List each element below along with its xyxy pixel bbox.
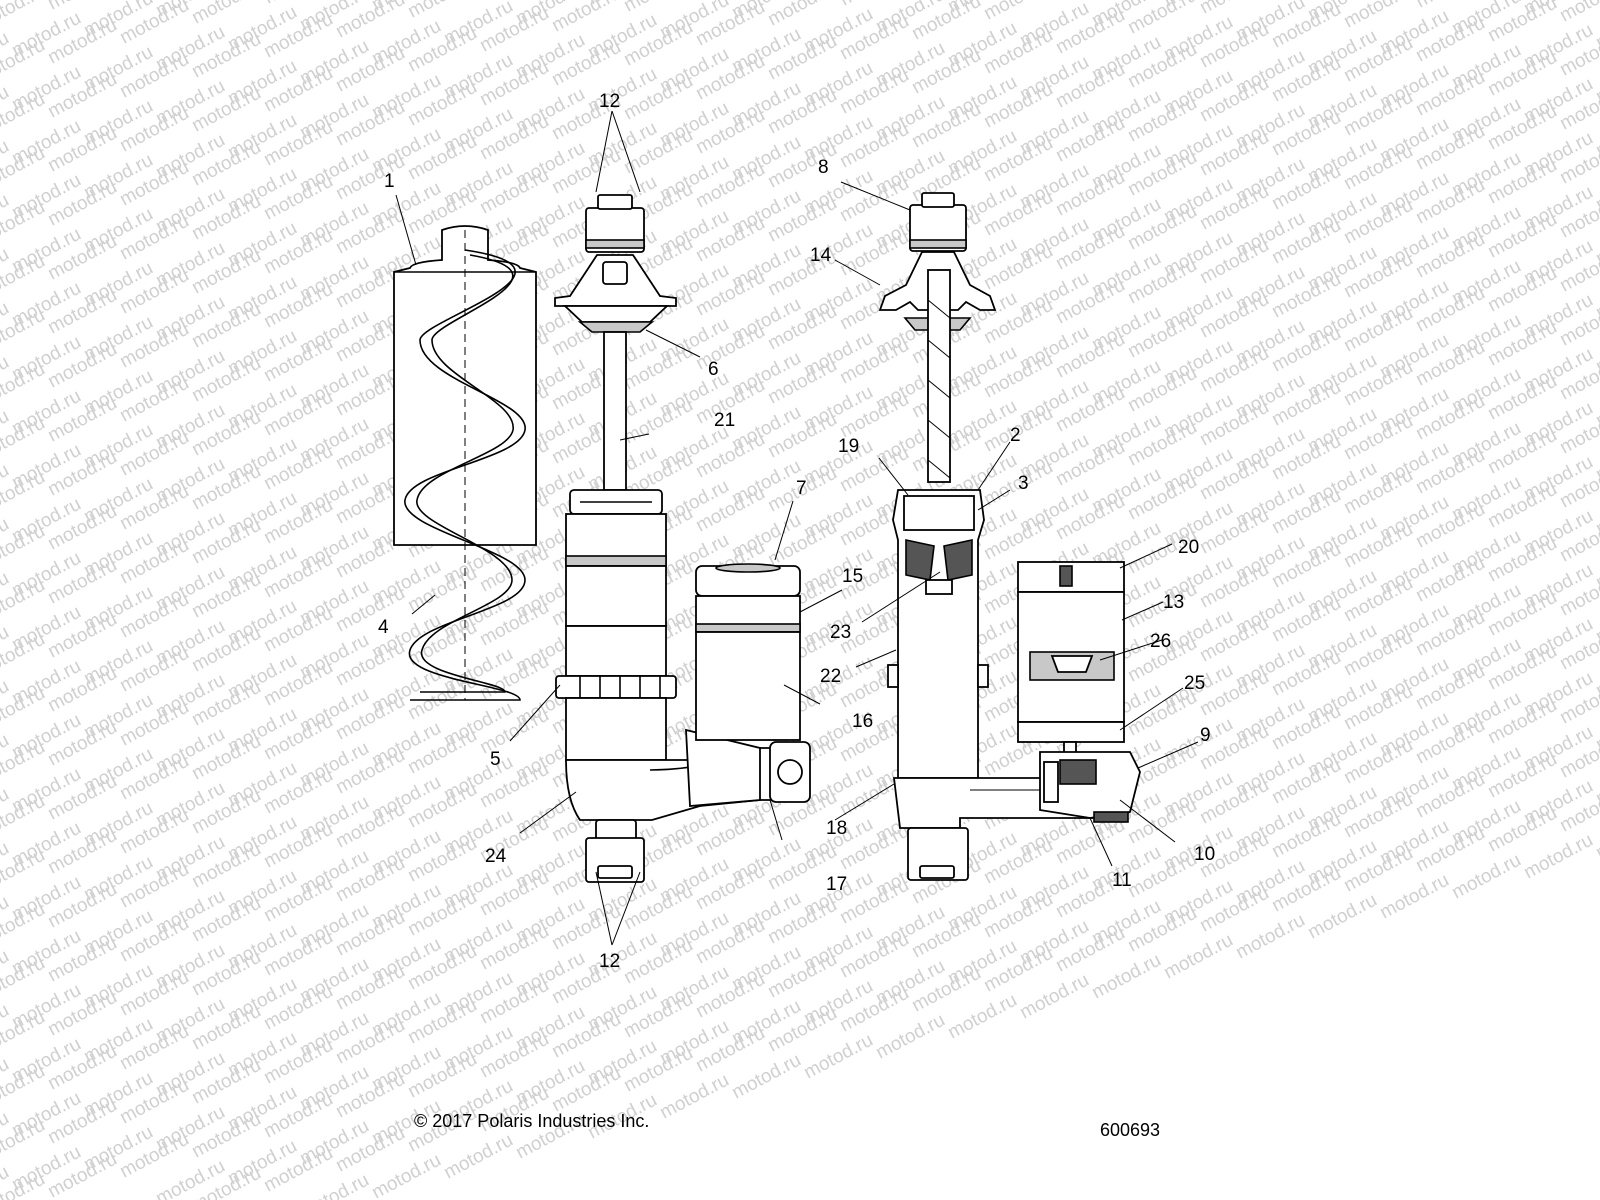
- watermark-text: motod.ru: [872, 1010, 948, 1064]
- callout-9: 9: [1200, 725, 1211, 746]
- callout-11: 11: [1112, 870, 1132, 891]
- callout-24: 24: [485, 846, 507, 867]
- callout-15: 15: [842, 566, 863, 587]
- watermark-text: motod.ru: [728, 1050, 804, 1104]
- callout-7: 7: [796, 478, 807, 499]
- watermark-text: motod.ru: [1088, 950, 1164, 1004]
- watermark-text: motod.ru: [944, 990, 1020, 1044]
- watermark-text: motod.ru: [368, 1150, 444, 1200]
- callout-4: 4: [378, 617, 389, 638]
- callout-12-top: 12: [599, 91, 620, 112]
- callout-22: 22: [820, 666, 841, 687]
- callout-21: 21: [714, 410, 735, 431]
- callout-10: 10: [1194, 844, 1215, 865]
- callout-19: 19: [838, 436, 859, 457]
- watermark-text: motod.ru: [1376, 870, 1452, 924]
- callout-25: 25: [1184, 673, 1205, 694]
- callout-23: 23: [830, 622, 851, 643]
- watermark-text: motod.ru: [1160, 930, 1236, 984]
- callout-16: 16: [852, 711, 873, 732]
- copyright-text: © 2017 Polaris Industries Inc.: [414, 1111, 649, 1131]
- callout-6: 6: [708, 359, 719, 380]
- callout-3: 3: [1018, 473, 1029, 494]
- callout-2: 2: [1010, 425, 1021, 446]
- callout-17: 17: [826, 874, 847, 895]
- callout-26: 26: [1150, 631, 1171, 652]
- watermark-text: motod.ru: [1304, 890, 1380, 944]
- watermark-text: motod.ru: [440, 1130, 516, 1184]
- callout-13: 13: [1163, 592, 1184, 613]
- watermark-text: motod.ru: [1016, 970, 1092, 1024]
- callout-1: 1: [384, 171, 395, 192]
- callout-5: 5: [490, 749, 501, 770]
- watermark-text: motod.ru: [1520, 830, 1596, 884]
- watermark-text: motod.ru: [1556, 0, 1600, 26]
- callout-8: 8: [818, 157, 829, 178]
- callout-20: 20: [1178, 537, 1199, 558]
- callout-14: 14: [810, 245, 832, 266]
- drawing-number: 600693: [1100, 1120, 1160, 1140]
- watermark-text: motod.ru: [1448, 850, 1524, 904]
- watermark-text: motod.ru: [1232, 910, 1308, 964]
- watermark-text: motod.ru: [656, 1070, 732, 1124]
- callout-12-bottom: 12: [599, 951, 620, 972]
- callout-18: 18: [826, 818, 847, 839]
- watermark-text: motod.ru: [800, 1030, 876, 1084]
